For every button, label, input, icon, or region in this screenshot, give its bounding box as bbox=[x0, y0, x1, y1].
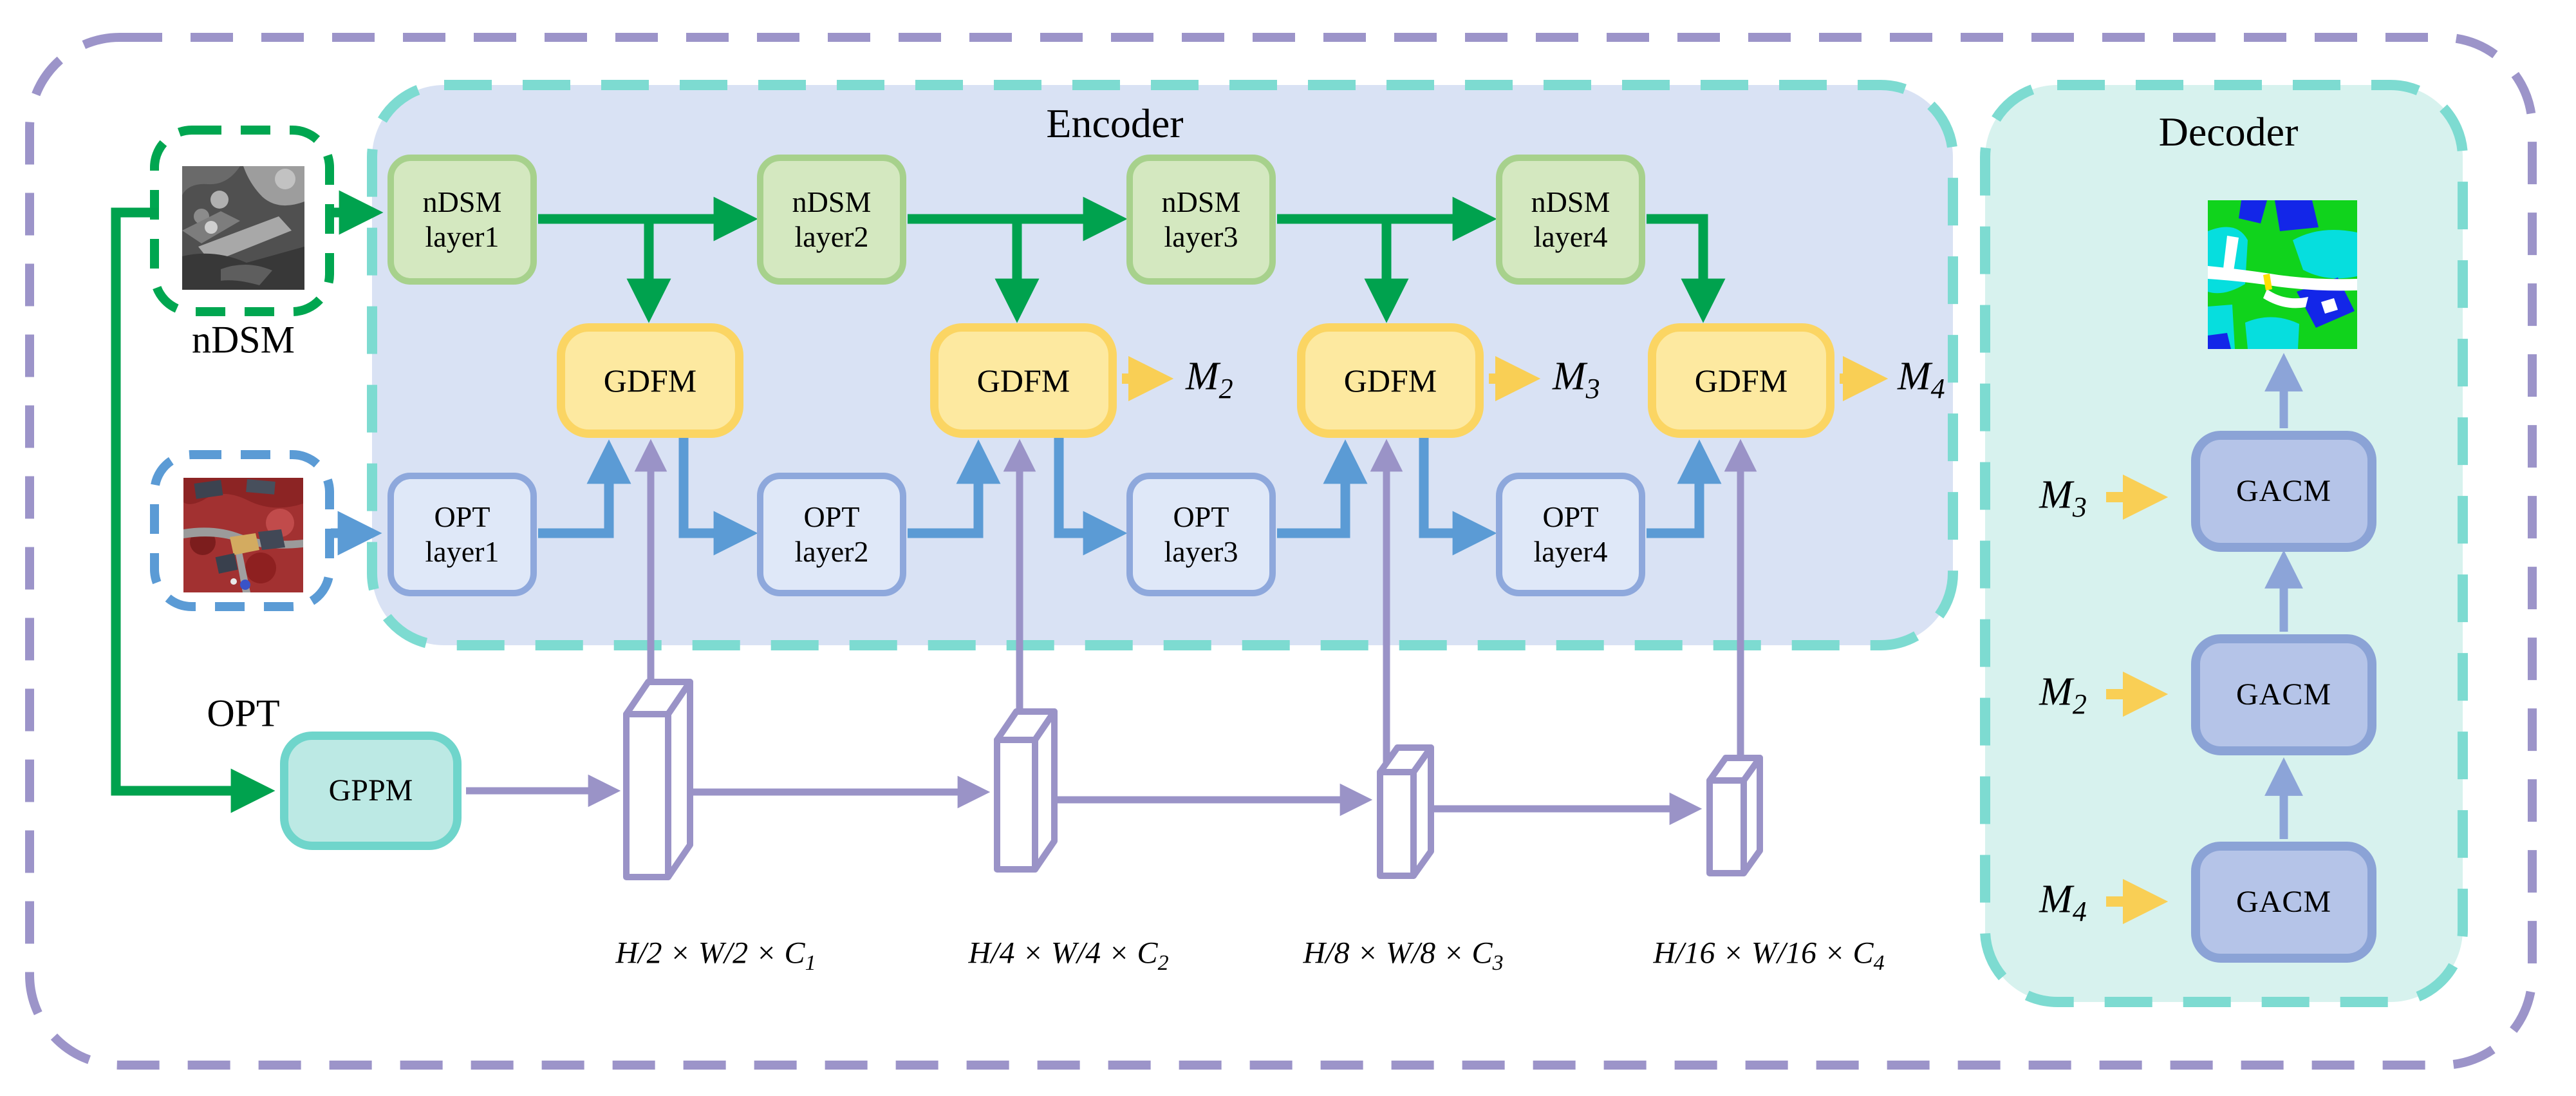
dim-label-1: H/2 × W/2 × C1 bbox=[615, 936, 816, 976]
feature-bar-1 bbox=[623, 679, 693, 880]
opt-layer3-box: OPT layer3 bbox=[1126, 473, 1276, 596]
opt-layer4-box: OPT layer4 bbox=[1496, 473, 1645, 596]
decoder-m2-label: M2 bbox=[2039, 670, 2087, 721]
gacm3-box: GACM bbox=[2191, 842, 2376, 963]
gacm2-box: GACM bbox=[2191, 634, 2376, 755]
gacm1-label: GACM bbox=[2235, 473, 2332, 508]
dim-label-4: H/16 × W/16 × C4 bbox=[1653, 936, 1885, 976]
gdfm3-label: GDFM bbox=[1343, 362, 1437, 399]
opt-layer2-line2: layer2 bbox=[794, 535, 869, 568]
blue-opt-connections bbox=[331, 435, 1722, 556]
gdfm2-label: GDFM bbox=[976, 362, 1070, 399]
yellow-feature-arrows bbox=[1122, 355, 2169, 925]
ndsm-layer4-line2: layer4 bbox=[1533, 220, 1608, 253]
ndsm-layer3-line1: nDSM bbox=[1161, 185, 1241, 218]
feature-bar-2 bbox=[994, 708, 1058, 873]
decoder-m4-label: M4 bbox=[2039, 877, 2087, 928]
ndsm-input-caption: nDSM bbox=[191, 318, 295, 361]
arrow-ndsm-to-gppm bbox=[111, 207, 275, 813]
gdfm1-label: GDFM bbox=[603, 362, 697, 399]
gppm-label: GPPM bbox=[328, 773, 413, 808]
gppm-box: GPPM bbox=[280, 732, 462, 850]
opt-layer1-box: OPT layer1 bbox=[387, 473, 537, 596]
dim-label-2: H/4 × W/4 × C2 bbox=[968, 936, 1169, 976]
ndsm-layer4-box: nDSM layer4 bbox=[1496, 155, 1645, 285]
green-ndsm-connections bbox=[111, 190, 1726, 813]
gdfm3-box: GDFM bbox=[1297, 323, 1484, 438]
gdfm1-box: GDFM bbox=[557, 323, 743, 438]
segmentation-output-image bbox=[2208, 200, 2357, 349]
gdfm4-box: GDFM bbox=[1648, 323, 1834, 438]
arrow-optlayer2-to-gdfm2 bbox=[908, 439, 1001, 538]
outer-dashed-frame bbox=[25, 33, 2537, 1070]
opt-input-caption: OPT bbox=[207, 692, 280, 735]
encoder-title: Encoder bbox=[1046, 100, 1184, 146]
ndsm-image bbox=[182, 166, 304, 290]
decoder-title: Decoder bbox=[2158, 109, 2299, 155]
ndsm-layer1-line2: layer1 bbox=[425, 220, 499, 253]
arrow-gdfm1-to-optlayer2 bbox=[678, 435, 758, 556]
gacm1-box: GACM bbox=[2191, 431, 2376, 552]
opt-layer1-line2: layer1 bbox=[425, 535, 499, 568]
gdfm4-label: GDFM bbox=[1694, 362, 1788, 399]
feature-bar-3 bbox=[1377, 744, 1434, 879]
opt-layer1-line1: OPT bbox=[434, 500, 490, 533]
arrow-optlayer3-to-gdfm3 bbox=[1277, 439, 1368, 538]
opt-image bbox=[183, 478, 303, 592]
ndsm-layer3-line2: layer3 bbox=[1164, 220, 1238, 253]
m2-feature-label: M2 bbox=[1186, 354, 1233, 405]
m3-feature-label: M3 bbox=[1553, 354, 1600, 405]
feature-bar-4 bbox=[1706, 755, 1763, 876]
gdfm2-box: GDFM bbox=[930, 323, 1117, 438]
opt-layer3-line1: OPT bbox=[1173, 500, 1229, 533]
m4-feature-label: M4 bbox=[1898, 354, 1945, 405]
ndsm-layer2-box: nDSM layer2 bbox=[757, 155, 906, 285]
arrow-optlayer4-to-gdfm4 bbox=[1647, 439, 1722, 538]
ndsm-layer1-box: nDSM layer1 bbox=[387, 155, 537, 285]
gacm2-label: GACM bbox=[2235, 677, 2332, 712]
decoder-m3-label: M3 bbox=[2039, 473, 2087, 524]
feature-map-bars bbox=[623, 679, 1763, 880]
gacm3-label: GACM bbox=[2235, 884, 2332, 919]
ndsm-layer2-line1: nDSM bbox=[792, 185, 872, 218]
arrow-ndsmlayer4-to-gdfm4 bbox=[1647, 214, 1726, 323]
arrow-gdfm3-to-optlayer4 bbox=[1419, 435, 1497, 556]
ndsm-layer2-line2: layer2 bbox=[794, 220, 869, 253]
arrow-optlayer1-to-gdfm1 bbox=[538, 439, 631, 538]
purple-prior-connections bbox=[466, 439, 1757, 826]
opt-layer4-line2: layer4 bbox=[1533, 535, 1608, 568]
dim-label-3: H/8 × W/8 × C3 bbox=[1303, 936, 1504, 976]
ndsm-layer3-box: nDSM layer3 bbox=[1126, 155, 1276, 285]
opt-layer2-line1: OPT bbox=[803, 500, 860, 533]
ndsm-layer4-line1: nDSM bbox=[1531, 185, 1610, 218]
arrow-gdfm2-to-optlayer3 bbox=[1054, 435, 1128, 556]
opt-layer4-line1: OPT bbox=[1542, 500, 1599, 533]
opt-layer3-line2: layer3 bbox=[1164, 535, 1238, 568]
opt-layer2-box: OPT layer2 bbox=[757, 473, 906, 596]
ndsm-layer1-line1: nDSM bbox=[422, 185, 502, 218]
